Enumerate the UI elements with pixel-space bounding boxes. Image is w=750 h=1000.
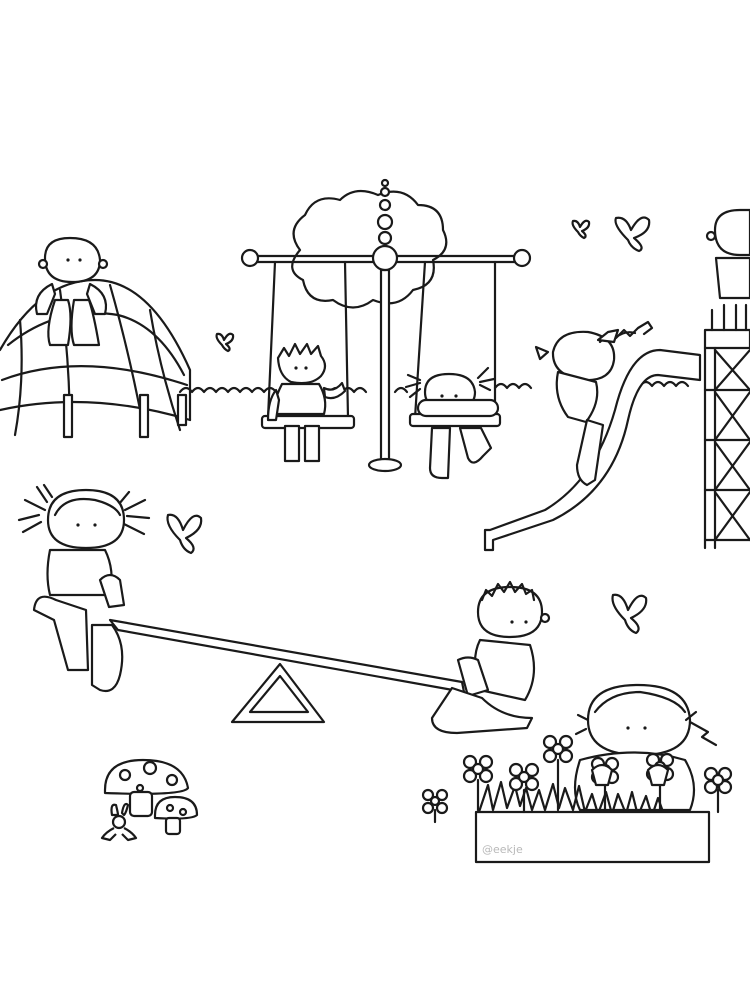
seesaw xyxy=(108,618,466,724)
girl-with-flowers xyxy=(573,683,718,812)
flower-planter xyxy=(474,780,711,864)
child-on-tower xyxy=(705,208,750,300)
flower-icon xyxy=(542,734,574,812)
mushroom-icon xyxy=(103,758,190,818)
flower-icon xyxy=(508,762,540,814)
rabbit-icon xyxy=(100,802,138,842)
girl-hands xyxy=(590,763,670,787)
butterfly-icon xyxy=(611,593,648,635)
girl-on-swing xyxy=(404,366,500,480)
flower-icon xyxy=(462,754,494,812)
butterfly-icon xyxy=(215,332,235,353)
flower-icon xyxy=(421,788,449,824)
boy-on-swing xyxy=(266,342,347,463)
butterfly-icon xyxy=(614,216,651,253)
butterfly-icon xyxy=(571,219,591,240)
child-climbing-slide xyxy=(534,320,654,487)
child-on-dome xyxy=(34,236,109,347)
cloud xyxy=(291,189,448,309)
swing-set xyxy=(240,178,532,473)
boy-on-seesaw xyxy=(430,580,551,735)
slide-tower xyxy=(483,303,750,552)
girl-on-seesaw xyxy=(17,483,151,693)
artist-signature: @eekje xyxy=(482,843,523,856)
butterfly-icon xyxy=(166,513,203,555)
flower-icon xyxy=(703,766,733,814)
mushroom-icon xyxy=(153,795,199,836)
